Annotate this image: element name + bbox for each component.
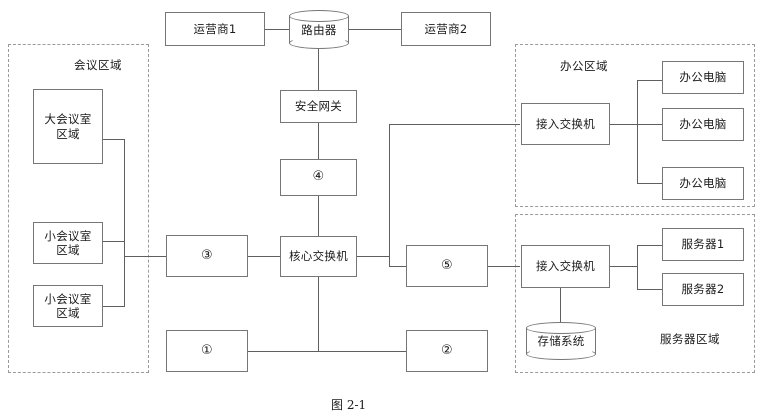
node-router[interactable]: 路由器 [289, 10, 349, 49]
node-core-switch-label: 核心交换机 [289, 249, 348, 264]
link-core-switch-right-stub [357, 256, 390, 258]
node-server-2[interactable]: 服务器2 [662, 273, 744, 306]
node-office-pc-1-label: 办公电脑 [679, 70, 727, 85]
link-core-switch-office-access-switch [389, 124, 520, 126]
link-server-switch-storage [560, 288, 562, 323]
zone-server-area [515, 214, 755, 373]
link-node4-core-switch [318, 196, 320, 236]
link-core-switch-riser-to-office [389, 124, 391, 267]
link-node1-bottom-bus [248, 351, 319, 353]
router-cylinder-top [289, 10, 349, 22]
node-blank-2-label: ② [441, 342, 453, 358]
node-server-access-switch-label: 接入交换机 [536, 259, 595, 274]
figure-caption: 图 2-1 [331, 398, 367, 412]
link-core-switch-bottom-bus [318, 277, 320, 352]
link-small-meeting-room-1-branch [103, 241, 125, 243]
node-small-meeting-room-1-label: 小会议室 区域 [44, 228, 92, 257]
node-router-label: 路由器 [301, 22, 337, 37]
link-router-security-gateway [318, 46, 320, 90]
node-storage-system[interactable]: 存储系统 [526, 322, 596, 360]
node-blank-4-label: ④ [312, 169, 325, 185]
node-office-pc-3-label: 办公电脑 [679, 176, 727, 191]
node-blank-1[interactable]: ① [166, 330, 248, 372]
link-server-tree-trunk [637, 245, 639, 290]
node-big-meeting-room-label: 大会议室 区域 [44, 112, 92, 141]
link-office-switch-to-tree [610, 124, 638, 126]
node-blank-3[interactable]: ③ [166, 235, 248, 277]
router-cylinder-bottom [289, 37, 349, 49]
node-blank-1-label: ① [201, 342, 213, 358]
node-blank-3-label: ③ [201, 247, 213, 263]
node-office-pc-3[interactable]: 办公电脑 [662, 167, 744, 200]
node-office-pc-2-label: 办公电脑 [679, 117, 727, 132]
node-server-2-label: 服务器2 [681, 282, 725, 297]
node-big-meeting-room[interactable]: 大会议室 区域 [33, 89, 103, 164]
node-blank-5[interactable]: ⑤ [406, 245, 488, 287]
link-node5-server-access-switch [488, 266, 520, 268]
link-riser-to-node5 [389, 266, 406, 268]
link-conference-trunk [124, 139, 126, 307]
node-isp2[interactable]: 运营商2 [401, 12, 491, 46]
node-small-meeting-room-1[interactable]: 小会议室 区域 [33, 222, 103, 264]
node-isp1-label: 运营商1 [193, 21, 237, 36]
link-office-pc-3-branch [637, 183, 663, 185]
node-blank-4[interactable]: ④ [280, 159, 357, 196]
zone-conference-area-label: 会议区域 [74, 58, 122, 72]
node-office-pc-1[interactable]: 办公电脑 [662, 61, 744, 94]
node-office-access-switch[interactable]: 接入交换机 [521, 103, 610, 145]
storage-cylinder-bottom [526, 348, 596, 360]
link-office-pc-1-branch [637, 80, 663, 82]
node-small-meeting-room-2-label: 小会议室 区域 [44, 291, 92, 320]
link-small-meeting-room-2-branch [103, 306, 125, 308]
link-server-1-branch [637, 245, 663, 247]
node-isp2-label: 运营商2 [424, 21, 468, 36]
node-security-gateway[interactable]: 安全网关 [280, 90, 357, 123]
node-isp1[interactable]: 运营商1 [165, 12, 265, 46]
link-node3-conference [125, 256, 166, 258]
node-core-switch[interactable]: 核心交换机 [280, 236, 357, 277]
node-office-access-switch-label: 接入交换机 [536, 116, 595, 131]
link-security-gateway-node4 [318, 123, 320, 159]
link-core-switch-node3 [248, 256, 280, 258]
node-blank-5-label: ⑤ [441, 257, 453, 273]
zone-office-area [515, 44, 755, 207]
node-office-pc-2[interactable]: 办公电脑 [662, 108, 744, 141]
node-blank-2[interactable]: ② [406, 330, 488, 372]
node-small-meeting-room-2[interactable]: 小会议室 区域 [33, 285, 103, 327]
link-router-isp2 [349, 29, 401, 31]
zone-office-area-label: 办公区域 [560, 59, 608, 73]
storage-cylinder-top [526, 322, 596, 334]
node-server-1-label: 服务器1 [681, 237, 725, 252]
link-server-2-branch [637, 289, 663, 291]
node-server-access-switch[interactable]: 接入交换机 [521, 245, 610, 288]
zone-server-area-label: 服务器区域 [660, 332, 720, 346]
link-big-meeting-room-branch [103, 139, 125, 141]
link-server-switch-to-tree [610, 266, 638, 268]
link-office-tree-trunk [637, 80, 639, 184]
node-server-1[interactable]: 服务器1 [662, 228, 744, 261]
link-office-pc-2-branch [637, 124, 663, 126]
zone-conference-area [8, 44, 149, 373]
link-bottom-bus-node2 [318, 351, 406, 353]
link-isp1-router [265, 29, 289, 31]
node-security-gateway-label: 安全网关 [294, 99, 343, 114]
node-storage-system-label: 存储系统 [537, 334, 585, 348]
